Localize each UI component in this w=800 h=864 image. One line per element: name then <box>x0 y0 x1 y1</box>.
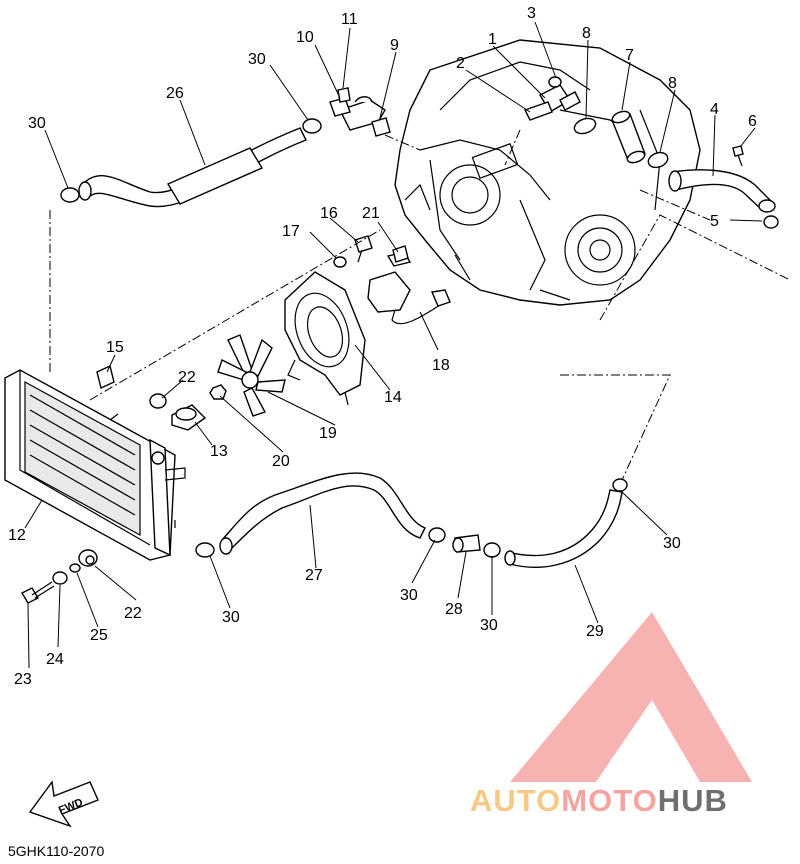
bolt-23 <box>21 581 55 604</box>
callout-6: 6 <box>748 113 757 130</box>
joint-28 <box>452 534 481 553</box>
callout-23: 23 <box>14 671 32 688</box>
fan-19 <box>217 334 286 417</box>
clamp-30-hose27-left <box>195 542 215 558</box>
callout-12: 12 <box>8 527 26 544</box>
callout-30-right: 30 <box>663 535 681 552</box>
callout-5: 5 <box>710 213 719 230</box>
callout-27: 27 <box>305 567 323 584</box>
washer-17 <box>333 256 347 268</box>
callout-9: 9 <box>390 37 399 54</box>
clamp-30-hose29 <box>612 478 628 492</box>
reference-lines <box>49 129 791 481</box>
engine-block <box>394 39 701 306</box>
clamp-30-hose26-left <box>60 187 80 203</box>
fwd-arrow-icon: FWD <box>28 780 99 828</box>
fan-motor-18 <box>367 251 451 325</box>
callout-29: 29 <box>586 623 604 640</box>
diagram-code: 5GHK110-2070 <box>8 843 105 859</box>
callout-30-hose27: 30 <box>222 609 240 626</box>
watermark-moto: MOTO <box>561 783 658 818</box>
callout-4: 4 <box>710 101 719 118</box>
callout-30-top: 30 <box>248 51 266 68</box>
washer-24 <box>52 571 68 585</box>
nut-20 <box>209 384 227 400</box>
callout-17: 17 <box>282 223 300 240</box>
o-ring-5 <box>763 215 779 229</box>
callout-15: 15 <box>106 339 124 356</box>
bracket-15 <box>96 365 115 389</box>
callout-21: 21 <box>362 205 380 222</box>
callout-8-upper: 8 <box>582 25 591 42</box>
callout-1: 1 <box>488 31 497 48</box>
callout-20: 20 <box>272 453 290 470</box>
hose-27 <box>219 472 426 555</box>
engine-fittings <box>524 76 581 121</box>
collar-25 <box>69 563 81 573</box>
callout-labels: 1 2 3 4 5 6 7 8 8 9 10 11 12 13 14 15 16… <box>8 5 757 688</box>
thermostat-housing <box>329 87 391 137</box>
callout-11: 11 <box>341 11 358 28</box>
callout-7: 7 <box>625 47 634 64</box>
callout-30-mid: 30 <box>400 587 418 604</box>
callout-18: 18 <box>432 357 450 374</box>
callout-22-upper: 22 <box>178 369 196 386</box>
callout-10: 10 <box>296 29 314 46</box>
clamp-8-lower <box>647 151 669 169</box>
watermark-auto: AUTO <box>470 783 562 818</box>
hose-29 <box>504 489 623 568</box>
callout-19: 19 <box>319 425 337 442</box>
hose-26 <box>78 127 307 208</box>
hose-7 <box>611 110 646 164</box>
watermark-logo <box>510 612 752 782</box>
callout-13: 13 <box>210 443 228 460</box>
callout-3: 3 <box>527 5 536 22</box>
clamp-30-hose26-right <box>302 118 322 134</box>
fan-shroud-14 <box>284 271 366 406</box>
callout-8-lower: 8 <box>668 75 677 92</box>
callout-14: 14 <box>384 389 402 406</box>
callout-16: 16 <box>320 205 338 222</box>
callout-2: 2 <box>456 55 465 72</box>
callout-22-lower: 22 <box>124 605 142 622</box>
bolt-16 <box>354 235 373 263</box>
clamp-30-joint <box>483 542 501 558</box>
callout-30-joint: 30 <box>480 617 498 634</box>
leader-lines <box>24 21 763 669</box>
clamp-30-hose27-right <box>428 527 446 543</box>
callout-28: 28 <box>445 601 463 618</box>
callout-26: 26 <box>166 85 184 102</box>
grommet-22-lower <box>78 549 98 567</box>
callout-24: 24 <box>46 651 64 668</box>
callout-25: 25 <box>90 627 108 644</box>
clamp-8-upper <box>573 117 597 135</box>
hose-4 <box>668 169 776 213</box>
callout-30-left: 30 <box>28 115 46 132</box>
radiator-12 <box>4 369 186 561</box>
watermark-text: AUTOMOTOHUB <box>470 783 800 823</box>
watermark-hub: HUB <box>657 783 728 818</box>
radiator-cap-13 <box>171 404 207 431</box>
bolt-6 <box>732 145 744 167</box>
